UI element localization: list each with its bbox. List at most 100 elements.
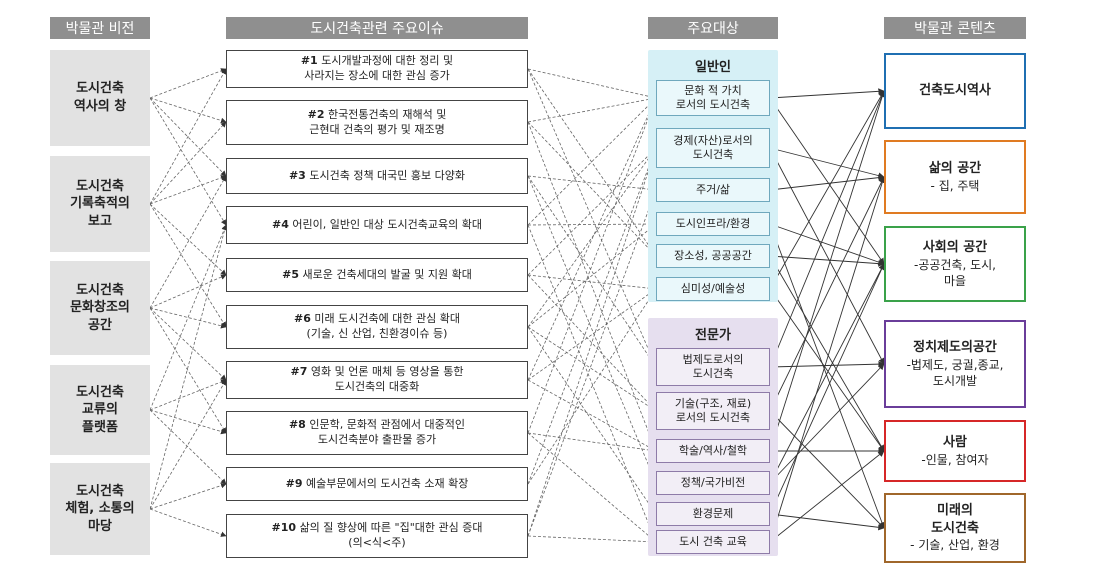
connector-line <box>527 147 657 485</box>
content-box-society: 사회의 공간 -공공건축, 도시, 마을 <box>884 226 1026 302</box>
issue-text: 예술부문에서의 도시건축 소재 확장 <box>306 476 469 490</box>
connector-line <box>149 121 227 205</box>
content-title: 사람 <box>943 435 967 451</box>
issue-number: #2 <box>307 107 325 121</box>
connector-line <box>769 513 885 531</box>
target-expert-3: 학술/역사/철학 <box>656 439 770 463</box>
connector-line <box>527 535 657 545</box>
issue-box-10: #10 삶의 질 향상에 따른 "집"대한 관심 증대 (의<식<주) <box>226 514 528 558</box>
connector-line <box>527 326 657 412</box>
connector-line <box>149 274 227 309</box>
connector-line <box>769 176 885 412</box>
connector-line <box>149 203 227 276</box>
content-subtitle: - 집, 주택 <box>930 178 980 193</box>
header-issues: 도시건축관련 주요이슈 <box>226 17 528 39</box>
issue-box-5: #5 새로운 건축세대의 발굴 및 지원 확대 <box>226 258 528 292</box>
target-general-6: 심미성/예술성 <box>656 277 770 301</box>
connector-line <box>769 223 885 529</box>
content-box-history: 건축도시역사 <box>884 53 1026 129</box>
connector-line <box>149 224 228 510</box>
connector-line <box>527 175 657 193</box>
connector-line <box>149 307 227 381</box>
target-expert-1: 법제도로서의 도시건축 <box>656 348 770 386</box>
connector-line <box>769 363 885 484</box>
connector-line <box>527 274 657 292</box>
connector-line <box>527 432 657 543</box>
issue-box-3: #3 도시건축 정책 대국민 홍보 다양화 <box>226 158 528 194</box>
connector-line <box>527 189 657 537</box>
connector-line <box>527 326 657 515</box>
connector-line <box>769 263 885 484</box>
issue-text: 한국전통건축의 재해석 및 근현대 건축의 평가 및 재조명 <box>309 107 447 136</box>
connector-line <box>527 223 657 328</box>
connector-line <box>527 97 657 381</box>
target-expert-5: 환경문제 <box>656 502 770 526</box>
issue-text: 도시개발과정에 대한 정리 및 사라지는 장소에 대한 관심 증가 <box>304 54 454 82</box>
connector-line <box>149 97 227 177</box>
issue-box-4: #4 어린이, 일반인 대상 도시건축교육의 확대 <box>226 206 528 244</box>
connector-line <box>527 121 657 257</box>
issue-number: #1 <box>300 54 318 68</box>
connector-line <box>149 97 227 124</box>
content-box-people: 사람 -인물, 참여자 <box>884 420 1026 482</box>
content-subtitle: -인물, 참여자 <box>921 452 989 467</box>
connector-line <box>769 147 885 365</box>
connector-line <box>769 174 885 191</box>
connector-line <box>769 288 885 452</box>
connector-line <box>527 97 657 226</box>
connector-line <box>149 409 227 435</box>
connector-line <box>527 147 657 276</box>
issue-number: #8 <box>288 418 306 432</box>
vision-box-exchange: 도시건축 교류의 플랫폼 <box>50 365 150 455</box>
connector-line <box>527 147 658 537</box>
connector-line <box>769 263 885 515</box>
connector-line <box>149 175 227 205</box>
connector-line <box>149 508 227 537</box>
connector-line <box>149 175 227 309</box>
issue-number: #10 <box>271 521 297 535</box>
issue-number: #4 <box>272 217 289 231</box>
vision-box-creation: 도시건축 문화창조의 공간 <box>50 261 150 355</box>
connector-line <box>769 255 885 267</box>
connector-line <box>149 307 227 329</box>
content-box-living: 삶의 공간 - 집, 주택 <box>884 140 1026 214</box>
issue-number: #6 <box>294 312 311 326</box>
connector-line <box>527 121 657 452</box>
issue-text: 삶의 질 향상에 따른 "집"대한 관심 증대 (의<식<주) <box>299 521 483 549</box>
connector-line <box>527 96 657 123</box>
target-general-3: 주거/삶 <box>656 178 770 202</box>
header-contents: 박물관 콘텐츠 <box>884 17 1026 39</box>
connector-line <box>149 224 227 411</box>
vision-box-archive: 도시건축 기록축적의 보고 <box>50 156 150 252</box>
connector-line <box>769 450 885 543</box>
target-general-5: 장소성, 공공공간 <box>656 244 770 268</box>
connector-line <box>769 255 885 452</box>
issue-text: 인문학, 문화적 관점에서 대중적인 도시건축분야 출판물 증가 <box>309 418 466 446</box>
target-group-general-label: 일반인 <box>695 59 731 75</box>
issue-text: 미래 도시건축에 대한 관심 확대 (기술, 신 산업, 친환경이슈 등) <box>306 312 460 340</box>
issue-box-2: #2 한국전통건축의 재해석 및 근현대 건축의 평가 및 재조명 <box>226 100 528 145</box>
connector-line <box>149 68 227 205</box>
content-title: 정치제도의공간 <box>913 340 997 356</box>
connector-line <box>149 379 227 510</box>
connector-line <box>769 147 885 179</box>
connector-line <box>527 288 657 485</box>
connector-line <box>149 307 227 434</box>
issue-text: 어린이, 일반인 대상 도시건축교육의 확대 <box>292 217 482 231</box>
connector-line <box>149 409 227 485</box>
connector-line <box>769 361 885 368</box>
connector-line <box>527 224 657 543</box>
connector-line <box>149 203 227 328</box>
target-general-2: 경제(자산)로서의 도시건축 <box>656 128 770 168</box>
issue-number: #7 <box>290 365 308 379</box>
issue-box-6: #6 미래 도시건축에 대한 관심 확대 (기술, 신 산업, 친환경이슈 등) <box>226 305 528 349</box>
target-expert-4: 정책/국가비전 <box>656 471 770 495</box>
connector-line <box>527 432 657 454</box>
connector-line <box>769 410 885 529</box>
connector-line <box>149 97 227 226</box>
content-subtitle: - 기술, 산업, 환경 <box>910 538 1000 553</box>
issue-text: 새로운 건축세대의 발굴 및 지원 확대 <box>302 267 472 281</box>
target-expert-6: 도시 건축 교육 <box>656 530 770 554</box>
connector-line <box>527 68 657 257</box>
